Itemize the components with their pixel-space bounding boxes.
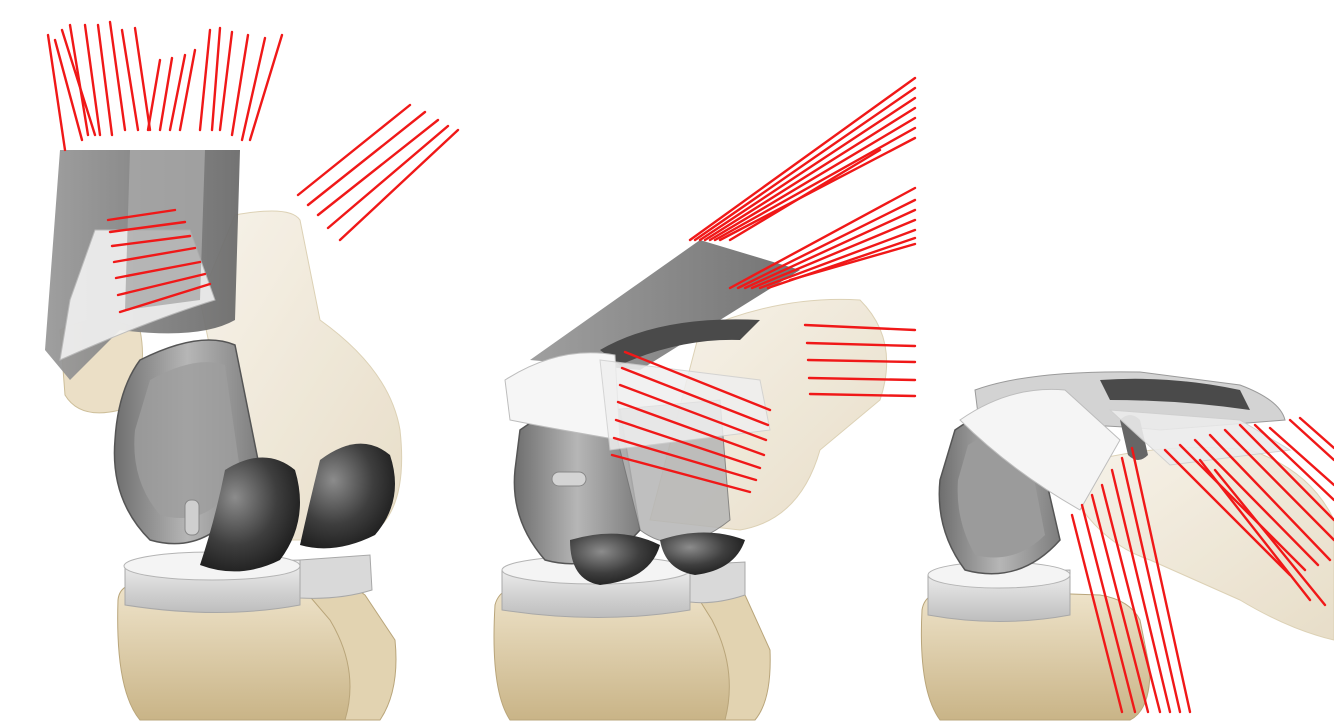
- fibers-left-right: [298, 105, 458, 240]
- femoral-peg: [552, 472, 586, 486]
- quadriceps-band-mid: [125, 150, 205, 310]
- panel-right: [921, 372, 1334, 720]
- femoral-peg: [185, 500, 199, 535]
- tibial-insert-right: [300, 555, 372, 598]
- panel-middle: [494, 78, 915, 720]
- panel-left: [45, 22, 458, 720]
- fibers-left-top: [48, 22, 282, 150]
